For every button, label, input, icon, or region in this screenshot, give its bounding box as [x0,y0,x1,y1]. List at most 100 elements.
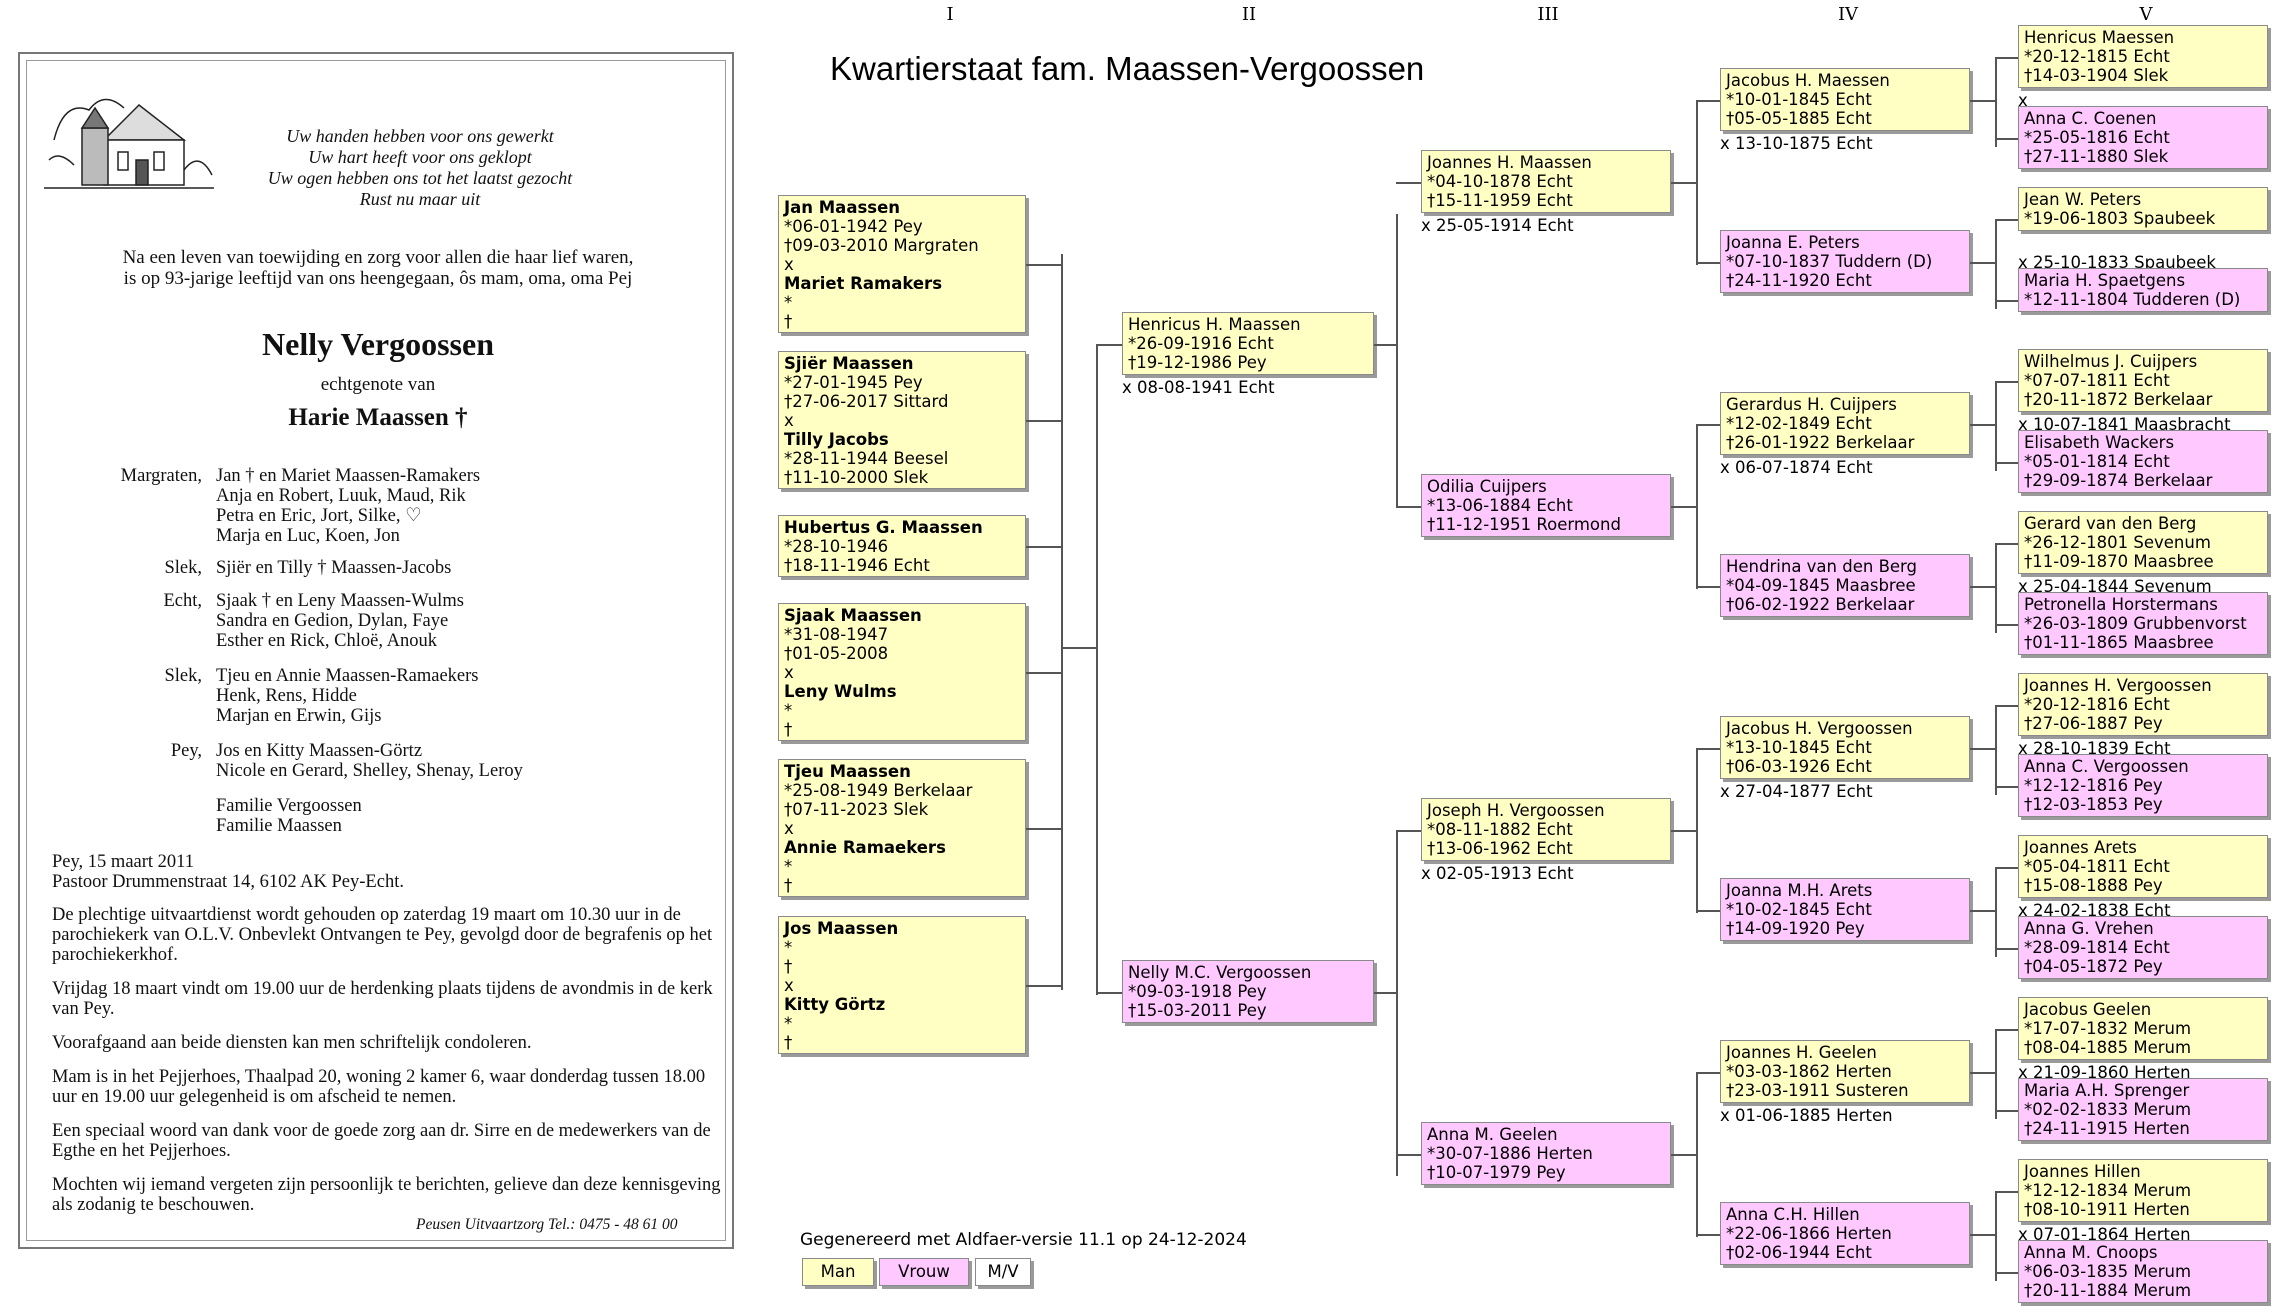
family-line: Sandra en Gedion, Dylan, Faye [216,611,449,631]
person-birth: *26-09-1916 Echt [1128,334,1274,353]
person-death: †29-09-1874 Berkelaar [2024,471,2213,490]
child-detail: x [784,411,794,430]
person-death: †11-09-1870 Maasbree [2024,552,2214,571]
person-death: †15-11-1959 Echt [1427,191,1573,210]
person-name: Joseph H. Vergoossen [1427,801,1605,820]
death-notice: Uw handen hebben voor ons gewerkt Uw har… [18,52,734,1249]
connector-line [1995,1191,2018,1193]
connector-line [1995,219,2018,221]
connector-line [1970,262,1995,264]
notice-inner-border [26,60,726,1241]
connector-line [1995,543,1997,633]
connector-line [1396,830,1421,832]
connector-line [1696,586,1720,588]
family-place: Pey, [170,741,202,761]
person-box: Anna G. Vrehen*28-09-1814 Echt†04-05-187… [2018,916,2268,979]
connector-line [1696,100,1720,102]
person-birth: *05-04-1811 Echt [2024,857,2170,876]
person-birth: *12-02-1849 Echt [1726,414,1872,433]
person-box: Maria H. Spaetgens*12-11-1804 Tudderen (… [2018,268,2268,312]
connector-line [1026,264,1061,266]
connector-line [1995,57,1997,147]
connector-line [1696,748,1698,913]
connector-line [1696,424,1720,426]
person-box: Anna M. Geelen*30-07-1886 Herten†10-07-1… [1421,1122,1671,1185]
connector-line [1995,138,2018,140]
person-name: Henricus Maessen [2024,28,2175,47]
person-box: Joannes Arets*05-04-1811 Echt†15-08-1888… [2018,835,2268,898]
child-detail: †11-10-2000 Slek [784,468,929,487]
connector-line [1995,867,2018,869]
child-detail: † [784,720,793,739]
person-box: Gerardus H. Cuijpers*12-02-1849 Echt†26-… [1720,392,1970,455]
child-detail: * [784,857,793,876]
connector-line [1995,1029,1997,1119]
child-detail: * [784,293,793,312]
person-death: †08-10-1911 Herten [2024,1200,2190,1219]
person-name: Jacobus H. Vergoossen [1726,719,1913,738]
poem-line: Uw handen hebben voor ons gewerkt [286,126,554,146]
connector-line [1671,182,1696,184]
connector-line [1970,1234,1995,1236]
person-box: Joanna E. Peters*07-10-1837 Tuddern (D)†… [1720,230,1970,293]
family-line: Marja en Luc, Koen, Jon [216,526,400,546]
connector-line [1671,506,1696,508]
person-death: †05-05-1885 Echt [1726,109,1872,128]
family-place: Slek, [164,666,202,686]
family-place: Echt, [163,591,202,611]
chart-title: Kwartierstaat fam. Maassen-Vergoossen [830,50,1425,87]
generation-label: V [2139,4,2153,25]
person-box: Jacobus H. Vergoossen*13-10-1845 Echt†06… [1720,716,1970,779]
person-name: Jacobus Geelen [2024,1000,2152,1019]
child-detail: *28-11-1944 Beesel [784,449,949,468]
marriage-date: x 21-09-1860 Herten [2018,1063,2191,1082]
child-name: Tjeu Maassen [784,762,911,781]
person-name: Maria A.H. Sprenger [2024,1081,2190,1100]
spouse-name: Harie Maassen † [288,404,468,431]
notice-paragraph: Voorafgaand aan beide diensten kan men s… [52,1033,532,1053]
person-name: Elisabeth Wackers [2024,433,2175,452]
legend-man: Man [802,1258,874,1286]
family-line: Esther en Rick, Chloë, Anouk [216,631,437,651]
person-birth: *07-07-1811 Echt [2024,371,2170,390]
person-name: Joanna M.H. Arets [1726,881,1873,900]
connector-line [1396,830,1398,1176]
connector-line [1374,992,1396,994]
person-name: Hendrina van den Berg [1726,557,1918,576]
connector-line [1026,672,1061,674]
child-box: Jan Maassen *06-01-1942 Pey †09-03-2010 … [778,195,1026,333]
person-name: Joannes H. Vergoossen [2024,676,2212,695]
family-line: Familie Maassen [216,816,342,836]
person-birth: *12-11-1804 Tudderen (D) [2024,290,2241,309]
address-line: Pey, 15 maart 2011 [52,852,194,872]
person-birth: *02-02-1833 Merum [2024,1100,2192,1119]
person-name: Gerard van den Berg [2024,514,2197,533]
child-detail: † [784,957,793,976]
person-birth: *17-07-1832 Merum [2024,1019,2192,1038]
child-detail: * [784,701,793,720]
connector-line [1995,381,1997,471]
connector-line [1995,543,2018,545]
connector-line [1995,381,2018,383]
connector-line [1995,624,2018,626]
connector-line [1026,828,1061,830]
person-name: Jean W. Peters [2024,190,2142,209]
person-name: Anna G. Vrehen [2024,919,2154,938]
child-detail: †27-06-2017 Sittard [784,392,949,411]
person-birth: *10-01-1845 Echt [1726,90,1872,109]
marriage-date: x 01-06-1885 Herten [1720,1106,1893,1125]
person-name: Odilia Cuijpers [1427,477,1547,496]
marriage-date: x 08-08-1941 Echt [1122,378,1275,397]
person-death: †13-06-1962 Echt [1427,839,1573,858]
person-box: Anna C. Coenen*25-05-1816 Echt†27-11-188… [2018,106,2268,169]
person-birth: *12-12-1834 Merum [2024,1181,2192,1200]
connector-line [1696,100,1698,265]
family-line: Anja en Robert, Luuk, Maud, Rik [216,486,466,506]
person-birth: *26-03-1809 Grubbenvorst [2024,614,2247,633]
person-death: †20-11-1872 Berkelaar [2024,390,2213,409]
undertaker-line: Peusen Uitvaartzorg Tel.: 0475 - 48 61 0… [416,1216,678,1233]
child-name: Hubertus G. Maassen [784,518,983,537]
family-line: Nicole en Gerard, Shelley, Shenay, Leroy [216,761,523,781]
person-box: Joannes H. Maassen*04-10-1878 Echt†15-11… [1421,150,1671,213]
